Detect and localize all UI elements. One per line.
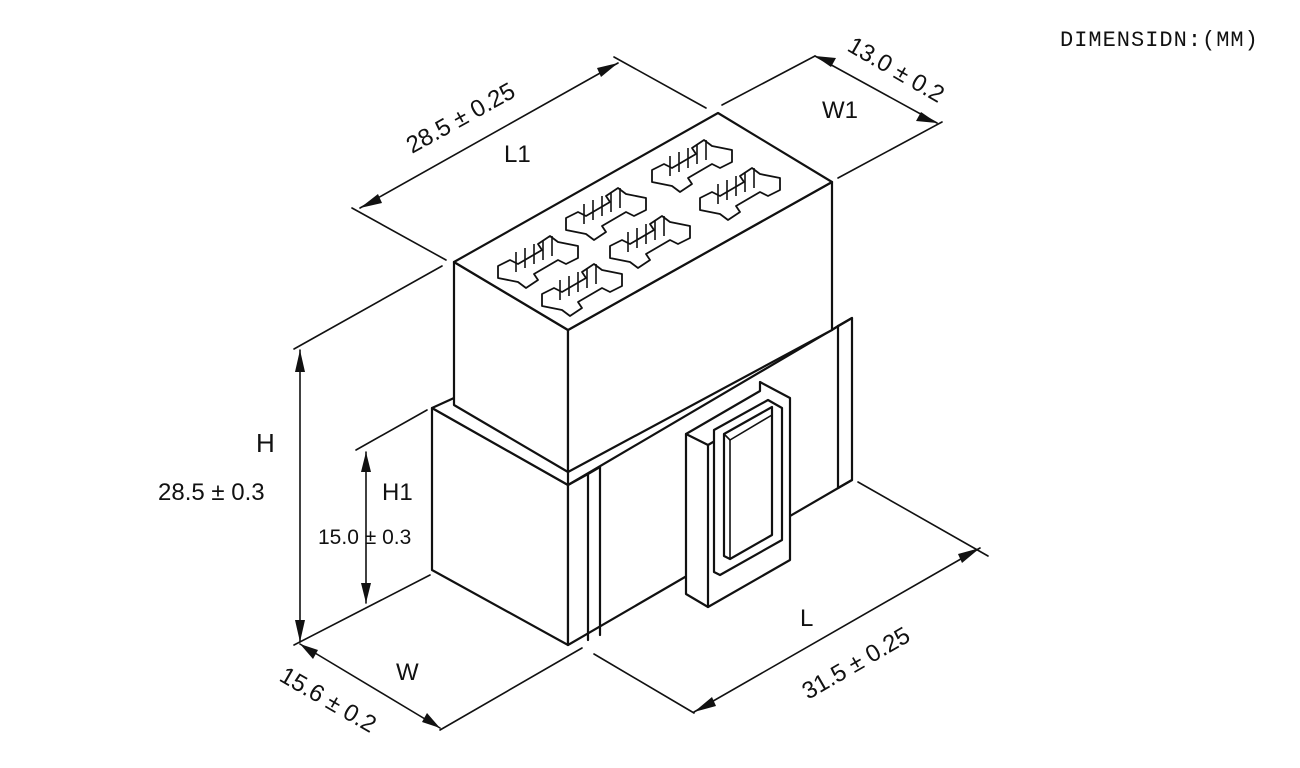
- h-label: H: [256, 428, 275, 458]
- terminal-cavity: [699, 167, 781, 221]
- w-value-label: 15.6 ± 0.2: [275, 662, 381, 739]
- h1-label: H1: [382, 479, 413, 506]
- terminal-cavity: [565, 187, 647, 241]
- l-value-label: 31.5 ± 0.25: [798, 622, 915, 705]
- w-label: W: [396, 659, 419, 686]
- terminal-cavities: [497, 139, 781, 317]
- l-label: L: [800, 605, 813, 632]
- terminal-cavity: [541, 263, 623, 317]
- l1-label: L1: [504, 141, 531, 168]
- l1-value-label: 28.5 ± 0.25: [402, 77, 520, 159]
- terminal-cavity: [609, 215, 691, 269]
- dimension-lines: [293, 55, 989, 731]
- connector-body: [430, 111, 854, 647]
- upper-housing-top-face: [452, 111, 834, 332]
- w1-value-label: 13.0 ± 0.2: [843, 32, 949, 109]
- terminal-cavity: [651, 139, 733, 193]
- terminal-cavity: [497, 235, 579, 289]
- h1-value-label: 15.0 ± 0.3: [318, 526, 411, 549]
- h-value-label: 28.5 ± 0.3: [158, 479, 265, 506]
- dimension-units-note: DIMENSIDN:(MM): [1060, 28, 1259, 53]
- w1-label: W1: [822, 97, 858, 124]
- latch-window: [722, 405, 774, 561]
